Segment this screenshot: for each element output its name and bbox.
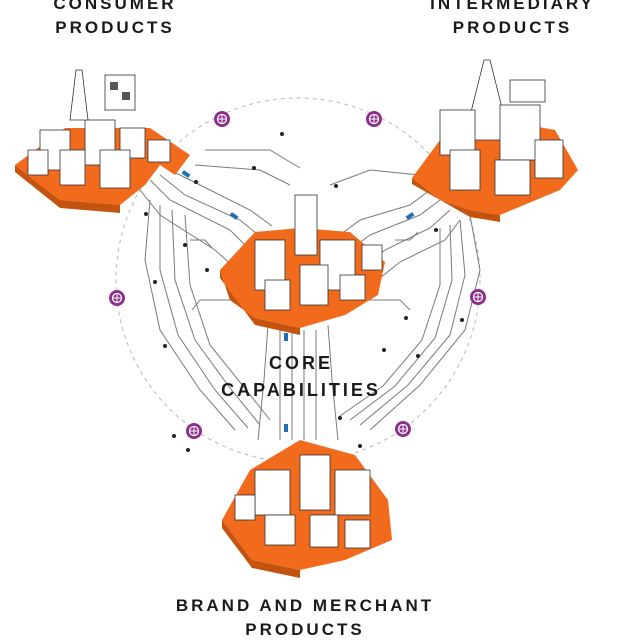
intermediary-products-label: INTERMEDIARY PRODUCTS	[405, 0, 620, 40]
brand-merchant-products-block	[222, 440, 392, 578]
connector-node-icon	[186, 423, 202, 439]
consumer-products-label: CONSUMER PRODUCTS	[20, 0, 210, 40]
connector-node-icon	[109, 290, 125, 306]
connector-node-icon	[366, 111, 382, 127]
consumer-label-line1: CONSUMER	[20, 0, 210, 16]
core-capabilities-label: CORE CAPABILITIES	[196, 350, 406, 404]
intermediary-label-line2: PRODUCTS	[405, 16, 620, 40]
consumer-products-block	[15, 70, 190, 213]
intermediary-label-line1: INTERMEDIARY	[405, 0, 620, 16]
intermediary-products-block	[412, 60, 578, 222]
connector-node-icon	[470, 289, 486, 305]
core-label-line2: CAPABILITIES	[196, 377, 406, 404]
core-label-line1: CORE	[196, 350, 406, 377]
brand-merchant-products-label: BRAND AND MERCHANT PRODUCTS	[150, 594, 460, 642]
brand-label-line2: PRODUCTS	[150, 618, 460, 642]
brand-label-line1: BRAND AND MERCHANT	[150, 594, 460, 618]
connector-node-icon	[214, 111, 230, 127]
data-link-icon	[284, 333, 288, 341]
connector-node-icon	[395, 421, 411, 437]
consumer-label-line2: PRODUCTS	[20, 16, 210, 40]
core-capabilities-block	[220, 195, 385, 335]
data-link-icon	[284, 424, 288, 432]
